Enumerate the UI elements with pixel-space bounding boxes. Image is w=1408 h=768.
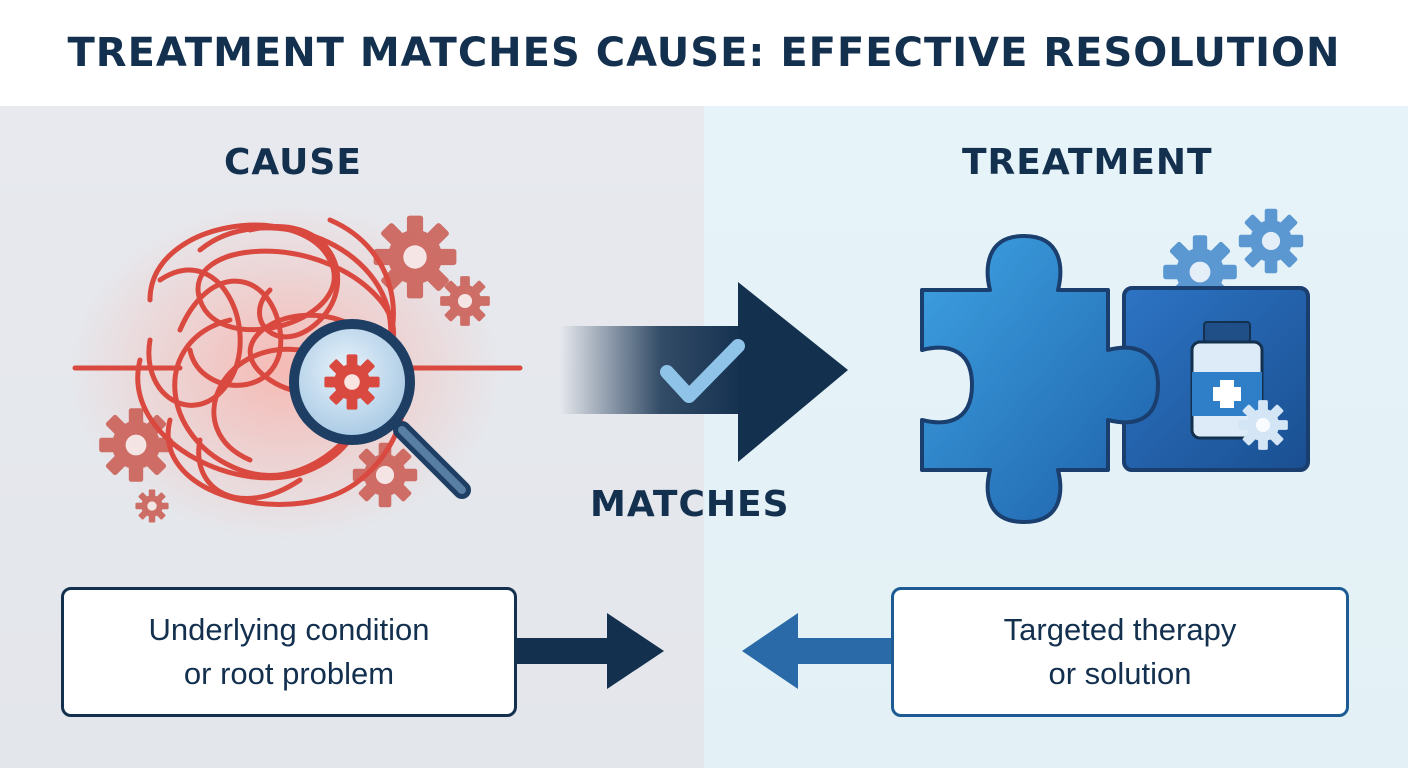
- treatment-description-box: Targeted therapy or solution: [891, 587, 1349, 717]
- treatment-description-line: or solution: [1048, 656, 1192, 691]
- cause-description-box: Underlying condition or root problem: [61, 587, 517, 717]
- treatment-illustration: [920, 208, 1310, 524]
- magnifier-gear-icon: [289, 319, 471, 499]
- arrow-right-icon: [517, 613, 664, 689]
- matches-label: MATCHES: [590, 484, 790, 525]
- title-bar: TREATMENT MATCHES CAUSE: EFFECTIVE RESOL…: [0, 0, 1408, 106]
- cause-description-line: or root problem: [183, 656, 395, 691]
- checkmark-icon: [660, 339, 745, 403]
- diagram-title: TREATMENT MATCHES CAUSE: EFFECTIVE RESOL…: [67, 30, 1341, 76]
- cause-illustration: [70, 200, 523, 540]
- treatment-heading: TREATMENT: [962, 142, 1213, 183]
- cause-description-line: Underlying condition: [148, 612, 430, 647]
- medicine-bottle-icon: [1190, 321, 1264, 440]
- cause-heading: CAUSE: [224, 142, 362, 183]
- gear-icon: [1238, 400, 1288, 450]
- treatment-description-line: Targeted therapy: [1003, 612, 1237, 647]
- arrow-left-icon: [742, 613, 892, 689]
